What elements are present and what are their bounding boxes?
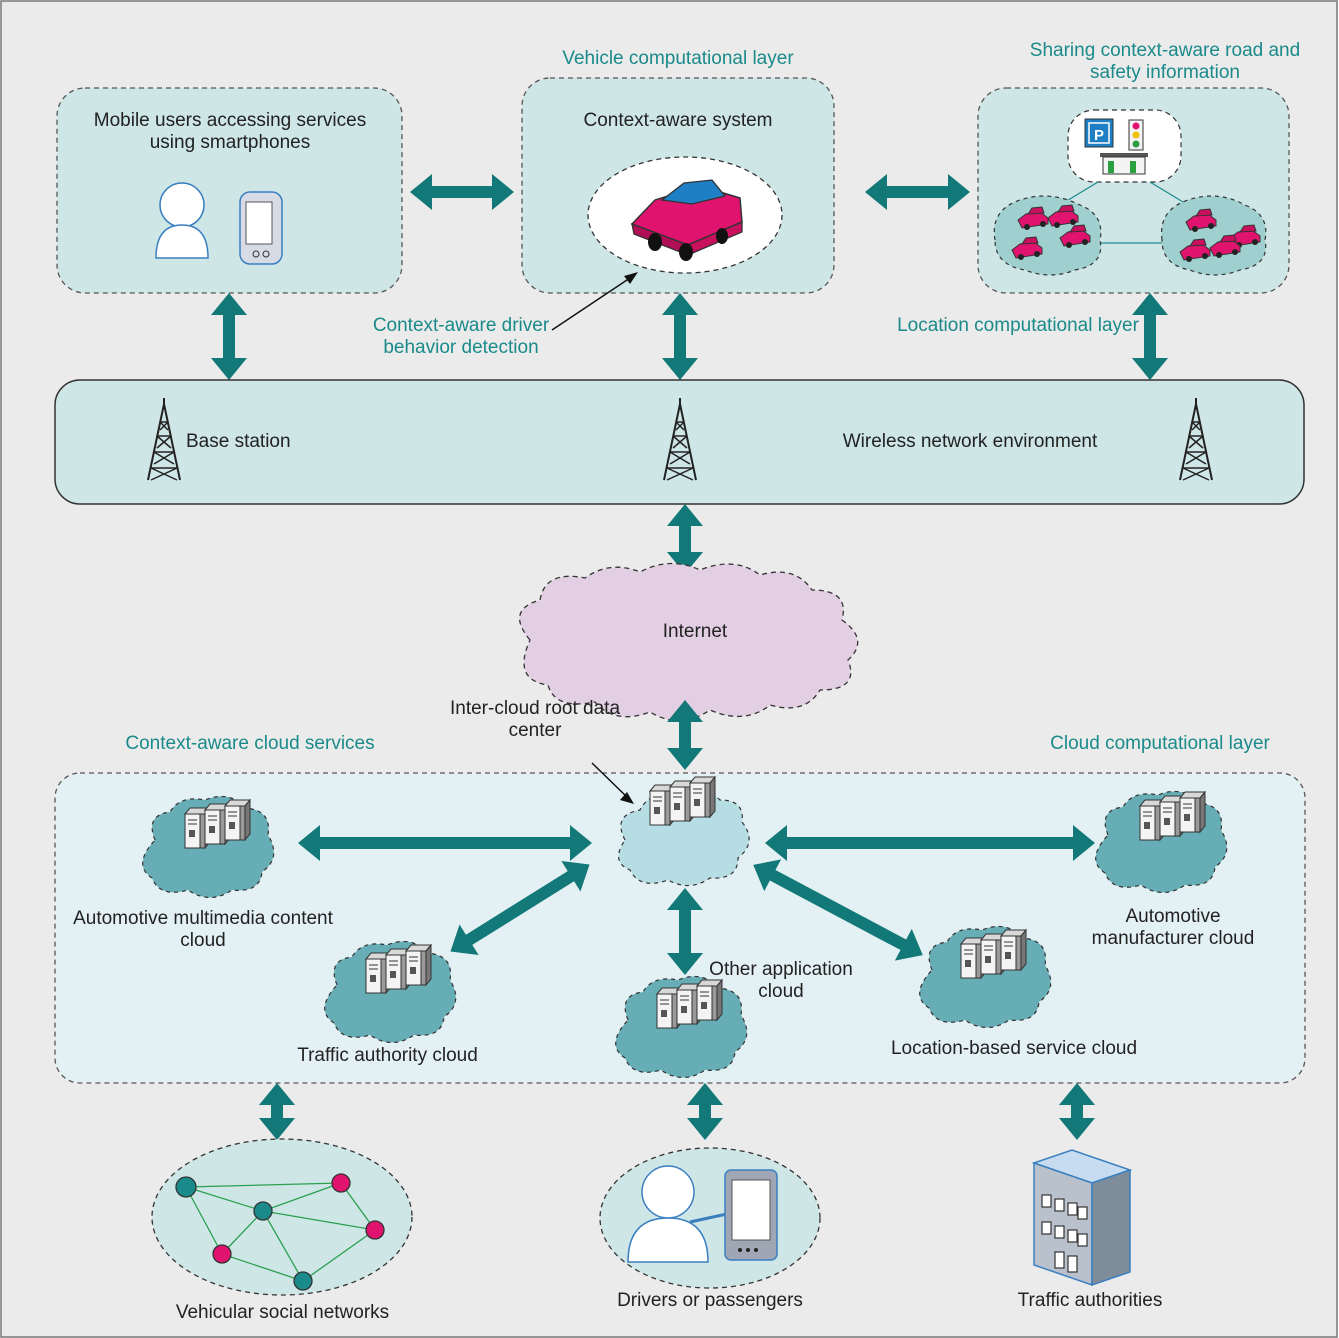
social-network-ellipse xyxy=(151,1138,413,1296)
top-arrows xyxy=(410,174,970,210)
gas-station-icon xyxy=(1100,153,1148,175)
base-station-label: Base station xyxy=(186,431,291,452)
location-service-cloud-label: Location-based service cloud xyxy=(890,1038,1138,1059)
internet-label: Internet xyxy=(662,621,728,642)
wireless-internet-arrow xyxy=(667,504,703,574)
inter-cloud-label: Inter-cloud root data center xyxy=(449,698,621,741)
other-app-cloud-label: Other application cloud xyxy=(709,959,853,1002)
social-network-links xyxy=(185,1182,376,1282)
inter-cloud-pointer xyxy=(591,762,629,799)
cloud-arrows xyxy=(298,825,1095,975)
cloud-services-label: Context-aware cloud services xyxy=(125,733,375,754)
traffic-light-icon xyxy=(1128,119,1144,151)
social-network-nodes xyxy=(175,1173,385,1291)
location-layer-label: Location computational layer xyxy=(897,315,1139,336)
drivers-label: Drivers or passengers xyxy=(617,1290,803,1311)
mobile-users-panel xyxy=(56,87,403,294)
vehicle-layer-label: Vehicle computational layer xyxy=(562,48,794,69)
user-icon xyxy=(155,182,209,259)
context-system-label: Context-aware system xyxy=(583,110,773,131)
smartphone-icon xyxy=(239,191,283,265)
traffic-authorities-label: Traffic authorities xyxy=(1017,1290,1163,1311)
internet-cloud xyxy=(518,562,859,722)
svg-text:P: P xyxy=(1094,127,1104,144)
vertical-arrows-lower xyxy=(259,1083,1095,1140)
car-icon xyxy=(630,179,743,261)
manufacturer-cloud-label: Automotive manufacturer cloud xyxy=(1091,906,1255,949)
driver-tablet-icon xyxy=(724,1169,778,1261)
sharing-info-label: Sharing context-aware road and safety in… xyxy=(1029,40,1301,83)
mobile-users-label: Mobile users accessing services using sm… xyxy=(93,110,367,153)
parking-sign-icon: P xyxy=(1084,118,1114,148)
vertical-arrows-upper xyxy=(211,293,1168,380)
driver-user-icon xyxy=(627,1165,709,1263)
cloud-layer-label: Cloud computational layer xyxy=(1050,733,1270,754)
driver-behavior-pointer xyxy=(551,277,631,331)
traffic-authorities-building-icon xyxy=(1031,1149,1133,1287)
social-networks-label: Vehicular social networks xyxy=(175,1302,390,1323)
internet-root-arrow xyxy=(667,700,703,770)
driver-behavior-label: Context-aware driver behavior detection xyxy=(372,315,550,358)
multimedia-cloud-label: Automotive multimedia content cloud xyxy=(73,908,333,951)
traffic-authority-cloud-label: Traffic authority cloud xyxy=(297,1045,478,1066)
wireless-network-label: Wireless network environment xyxy=(842,431,1098,452)
